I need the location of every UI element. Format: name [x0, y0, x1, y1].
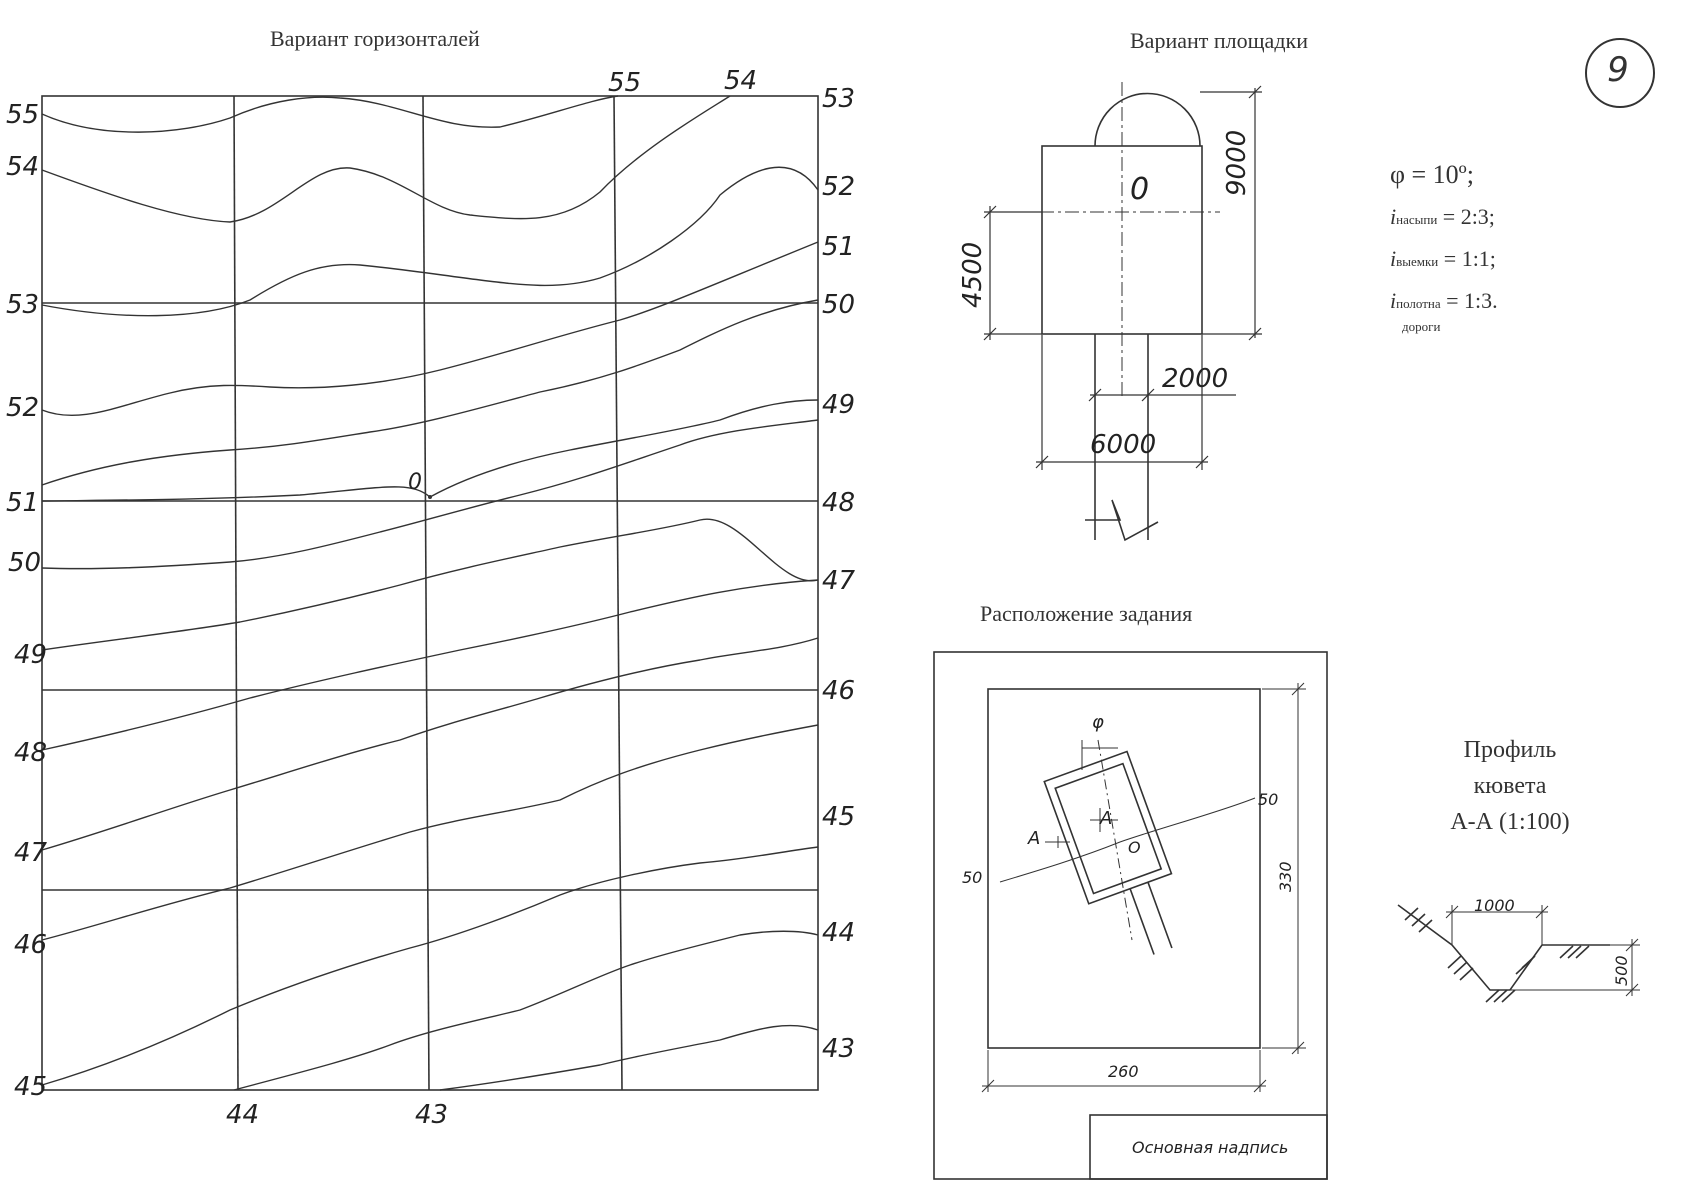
param-i-fill-value: = 2:3; — [1442, 204, 1495, 229]
param-i-fill-symbol: i — [1390, 204, 1397, 229]
param-i-fill-sub: насыпи — [1396, 212, 1438, 227]
left-label-47: 47 — [14, 838, 48, 868]
top-label-55: 55 — [608, 68, 642, 98]
left-label-54: 54 — [6, 152, 40, 182]
site-center-label: 0 — [1130, 172, 1150, 207]
task-contour-right: 50 — [1258, 790, 1279, 809]
task-center-label: O — [1128, 838, 1141, 857]
param-i-cut: iвыемки = 1:1; — [1390, 248, 1496, 270]
task-section-a-left: A — [1028, 828, 1041, 849]
bottom-label-44: 44 — [226, 1100, 260, 1130]
sheet-number-circle — [1585, 38, 1655, 108]
param-i-road-sub: полотна — [1396, 296, 1441, 311]
param-i-road-sub2: дороги — [1402, 319, 1441, 334]
sheet-number: 9 — [1607, 50, 1629, 90]
param-phi: φ = 10º; — [1390, 160, 1474, 189]
param-i-road-value: = 1:3. — [1446, 288, 1498, 313]
param-i-fill: iнасыпи = 2:3; — [1390, 206, 1495, 228]
right-label-50: 50 — [822, 290, 856, 320]
ditch-title-line3: А-А (1:100) — [1450, 809, 1570, 835]
top-label-54: 54 — [724, 66, 758, 96]
task-contour-left: 50 — [962, 868, 983, 887]
left-label-50: 50 — [8, 548, 42, 578]
param-i-cut-symbol: i — [1390, 246, 1397, 271]
dim-6000: 6000 — [1090, 430, 1157, 460]
param-i-cut-value: = 1:1; — [1443, 246, 1496, 271]
ditch-title-line2: кювета — [1473, 773, 1547, 799]
site-variant-title: Вариант площадки — [1130, 28, 1308, 53]
param-i-road: iполотна = 1:3. — [1390, 290, 1498, 312]
contour-map-frame — [41, 95, 819, 1091]
right-label-51: 51 — [822, 232, 856, 262]
bottom-label-43: 43 — [415, 1100, 449, 1130]
right-label-45: 45 — [822, 802, 856, 832]
param-i-road-symbol: i — [1390, 288, 1397, 313]
left-label-45: 45 — [14, 1072, 48, 1102]
title-block-label: Основная надпись — [1132, 1138, 1289, 1157]
dim-2000: 2000 — [1162, 364, 1229, 394]
left-label-51: 51 — [6, 488, 40, 518]
ditch-dim-1000: 1000 — [1474, 896, 1515, 915]
left-label-53: 53 — [6, 290, 40, 320]
map-point-label: 0 — [408, 470, 422, 495]
left-label-52: 52 — [6, 393, 40, 423]
ditch-profile-title: Профиль кювета А-А (1:100) — [1430, 732, 1590, 840]
task-dim-330: 330 — [1276, 861, 1295, 892]
right-label-43: 43 — [822, 1034, 856, 1064]
right-label-46: 46 — [822, 676, 856, 706]
ditch-dim-500: 500 — [1612, 955, 1631, 986]
param-i-cut-sub: выемки — [1396, 254, 1439, 269]
task-phi-label: φ — [1092, 712, 1104, 733]
dim-9000: 9000 — [1222, 129, 1252, 196]
right-label-47: 47 — [822, 566, 856, 596]
left-label-55: 55 — [6, 100, 40, 130]
contour-map-title: Вариант горизонталей — [270, 26, 480, 51]
task-layout-title: Расположение задания — [980, 601, 1193, 626]
left-label-49: 49 — [14, 640, 48, 670]
left-label-46: 46 — [14, 930, 48, 960]
ditch-title-line1: Профиль — [1463, 737, 1557, 763]
right-label-53: 53 — [822, 84, 856, 114]
task-dim-260: 260 — [1108, 1062, 1139, 1081]
left-label-48: 48 — [14, 738, 48, 768]
right-label-49: 49 — [822, 390, 856, 420]
right-label-44: 44 — [822, 918, 856, 948]
right-label-52: 52 — [822, 172, 856, 202]
task-section-a-right: A — [1100, 808, 1113, 829]
right-label-48: 48 — [822, 488, 856, 518]
dim-4500: 4500 — [958, 241, 988, 308]
